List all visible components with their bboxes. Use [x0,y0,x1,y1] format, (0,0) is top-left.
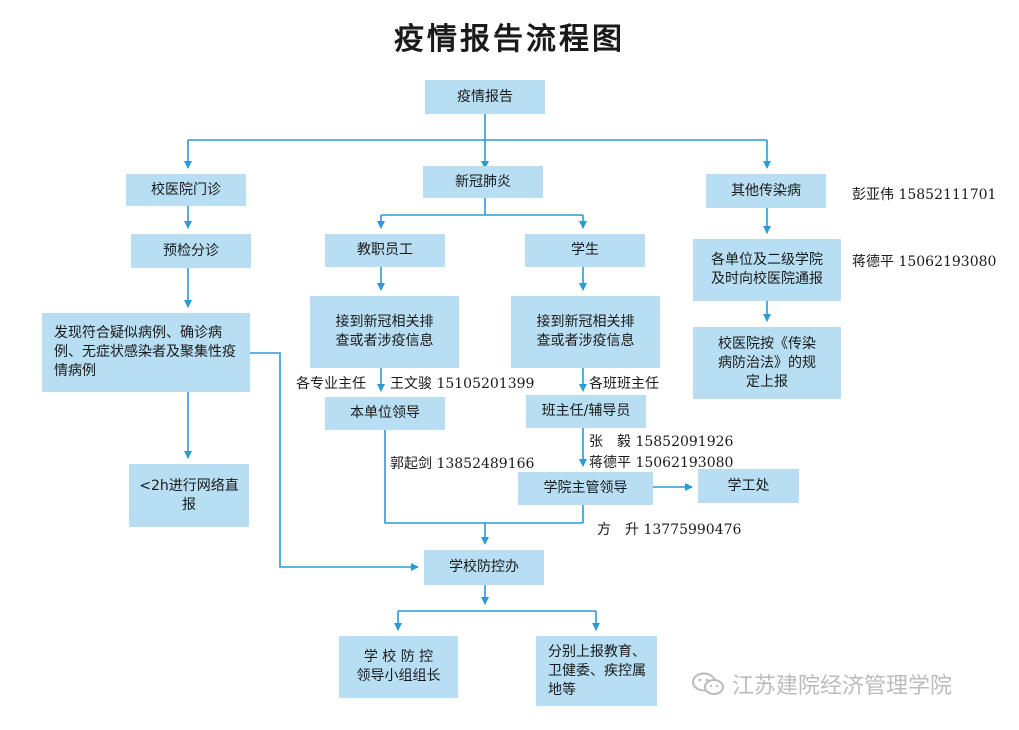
box-clinic: 校医院门诊 [126,174,246,206]
arrow-found-office [250,352,419,571]
note-major-head: 各专业主任 [296,376,366,392]
note-class-head: 各班班主任 [589,376,659,392]
box-report-up: 分别上报教育、卫健委、疾控属地等 [536,636,657,706]
box-student-info: 接到新冠相关排查或者涉疫信息 [511,296,660,368]
box-network-report: <2h进行网络直报 [129,464,249,527]
wechat-icon [692,672,724,695]
box-college-leader: 学院主管领导 [518,472,653,505]
page-title: 疫情报告流程图 [394,22,625,57]
watermark: 江苏建院经济管理学院 [690,668,952,700]
box-student: 学生 [525,234,645,267]
box-found-cases: 发现符合疑似病例、确诊病例、无症状感染者及聚集性疫情病例 [42,313,250,392]
contact-jiang-2: 蒋德平 15062193080 [589,455,734,471]
box-staff: 教职员工 [325,234,445,267]
contact-peng: 彭亚伟 15852111701 [852,187,997,203]
box-units-notify: 各单位及二级学院及时向校医院通报 [693,239,841,301]
contact-wang: 王文骏 15105201399 [390,376,535,392]
box-covid: 新冠肺炎 [423,166,543,198]
watermark-text: 江苏建院经济管理学院 [732,674,953,699]
box-precheck: 预检分诊 [131,234,251,268]
box-other-disease: 其他传染病 [706,174,826,208]
box-unit-leader: 本单位领导 [325,397,445,430]
contact-guo: 郭起剑 13852489166 [390,456,535,472]
box-prevention-office: 学校防控办 [424,550,544,585]
box-per-law: 校医院按《传染病防治法》的规定上报 [693,327,841,399]
contact-jiang-1: 蒋德平 15062193080 [852,254,997,270]
contact-zhang: 张 毅 15852091926 [589,434,734,450]
contact-fang: 方 升 13775990476 [597,522,742,538]
line-leader-office [384,430,485,524]
box-staff-info: 接到新冠相关排查或者涉疫信息 [310,296,459,368]
box-student-affairs: 学工处 [698,469,799,503]
box-epidemic-report: 疫情报告 [425,80,545,114]
box-group-leader: 学 校 防 控 领导小组组长 [339,636,458,698]
box-class-teacher: 班主任/辅导员 [526,395,646,428]
